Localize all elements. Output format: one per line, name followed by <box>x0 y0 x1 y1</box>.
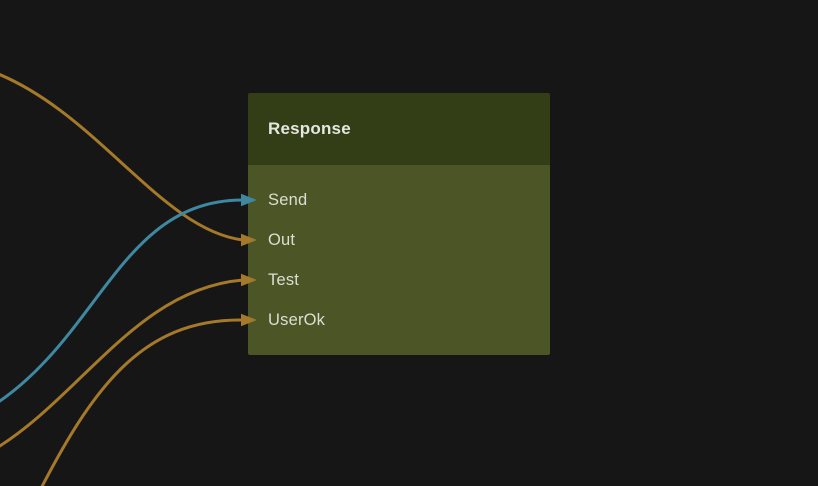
port-arrow-userok-icon[interactable] <box>241 313 257 327</box>
edge-out[interactable] <box>0 70 245 242</box>
port-row-out[interactable]: Out <box>248 220 550 260</box>
port-row-send[interactable]: Send <box>248 180 550 220</box>
edge-userok[interactable] <box>30 318 246 486</box>
port-row-test[interactable]: Test <box>248 260 550 300</box>
port-label: Test <box>268 270 300 289</box>
port-arrow-send-icon[interactable] <box>241 193 257 207</box>
edge-send[interactable] <box>0 198 245 410</box>
port-row-userok[interactable]: UserOk <box>248 300 550 340</box>
node-title: Response <box>268 119 351 138</box>
node-response[interactable]: Response Send Out Test UserOk <box>248 93 550 355</box>
port-label: Out <box>268 230 296 249</box>
node-header[interactable]: Response <box>248 93 550 165</box>
port-arrow-test-icon[interactable] <box>241 273 257 287</box>
port-label: Send <box>268 190 308 209</box>
port-label: UserOk <box>268 310 326 329</box>
port-arrow-out-icon[interactable] <box>241 233 257 247</box>
edge-test[interactable] <box>0 278 245 452</box>
node-body: Send Out Test UserOk <box>248 165 550 355</box>
